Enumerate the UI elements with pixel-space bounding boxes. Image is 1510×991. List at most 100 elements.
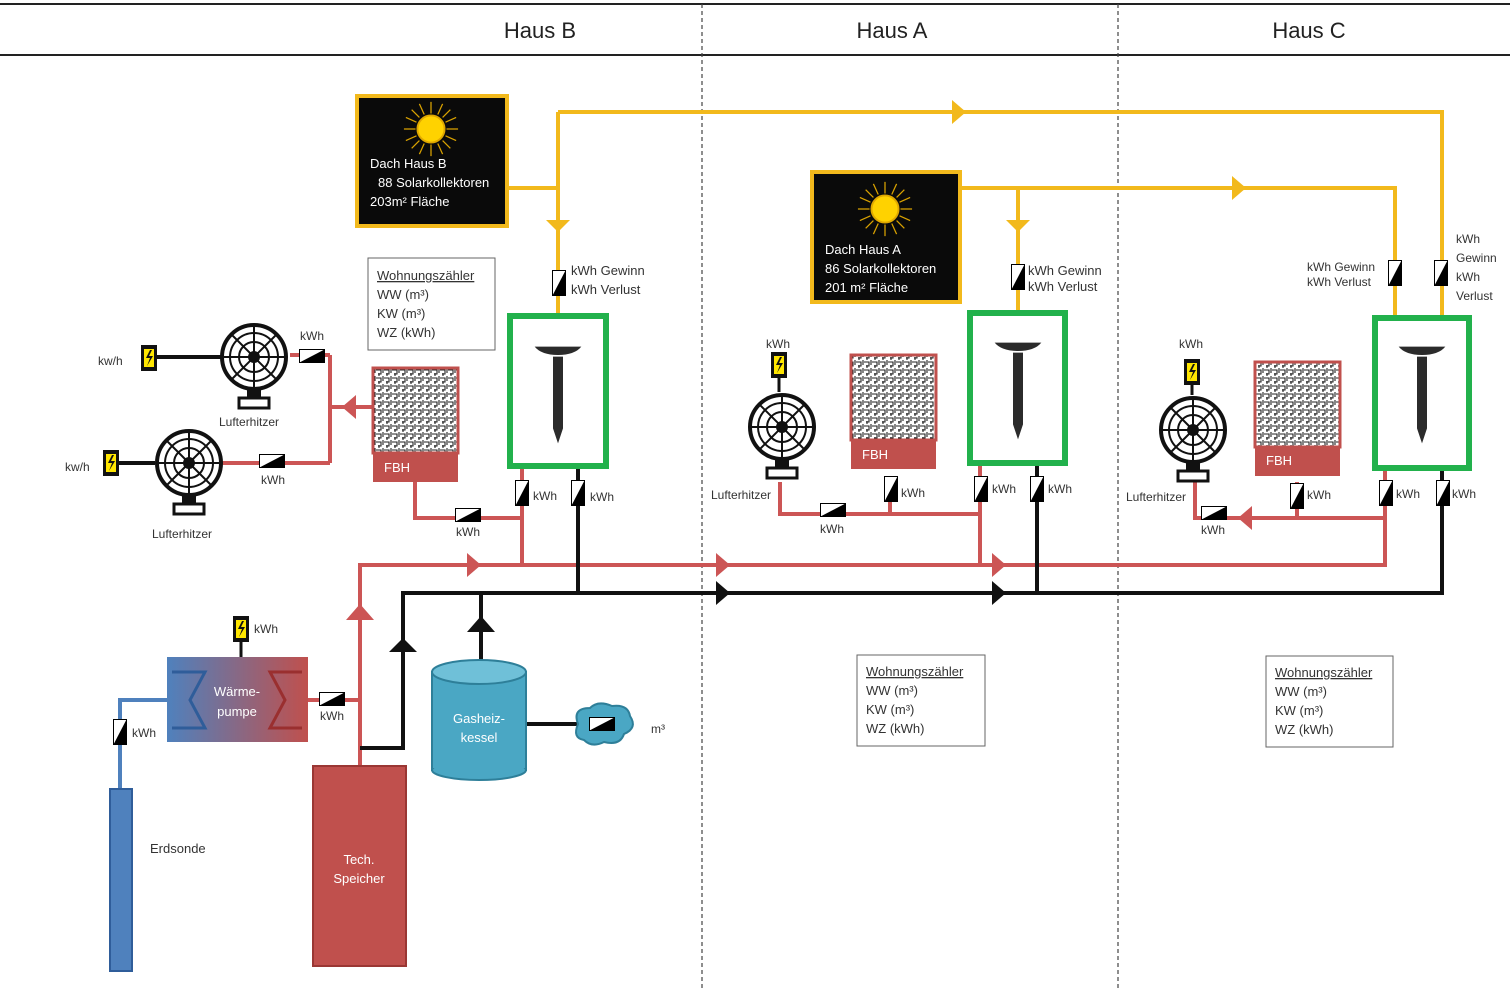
fbh-haus-c: FBH bbox=[1253, 360, 1342, 476]
heat-meter-icon bbox=[259, 454, 285, 468]
electric-meter-icon bbox=[1184, 359, 1200, 385]
meter-label: kWh bbox=[820, 522, 844, 536]
header-haus-a: Haus A bbox=[857, 18, 928, 43]
heat-arrow-right-icon bbox=[992, 553, 1006, 577]
gewinn-label: kWh Gewinn bbox=[1028, 263, 1102, 278]
meter-label: kw/h bbox=[98, 354, 123, 368]
wz-kw: KW (m³) bbox=[377, 306, 425, 321]
heat-meter-icon bbox=[884, 476, 898, 502]
meter-label: kWh bbox=[1456, 232, 1480, 246]
header-haus-c: Haus C bbox=[1272, 18, 1345, 43]
return-arrow-up-icon bbox=[389, 638, 417, 652]
meter-label: kWh bbox=[456, 525, 480, 539]
solar-a-count: 86 Solarkollektoren bbox=[825, 261, 936, 276]
lufterhitzer-label: Lufterhitzer bbox=[219, 415, 279, 429]
kwh-labels: kWh kWh kWh kWh kWh kWh kWh kWh kWh kWh … bbox=[132, 329, 1476, 740]
gas-meter-icon bbox=[589, 717, 615, 731]
meter-label: kWh bbox=[261, 473, 285, 487]
solar-a-area: 201 m² Fläche bbox=[825, 280, 908, 295]
heating-arrows bbox=[342, 395, 1252, 620]
meter-label: kWh bbox=[132, 726, 156, 740]
meter-label: Verlust bbox=[1456, 289, 1493, 303]
return-arrow-right-icon bbox=[716, 581, 730, 605]
solar-panel-haus-b: Dach Haus B 88 Solarkollektoren 203m² Fl… bbox=[355, 94, 509, 228]
return-arrow-right-icon bbox=[992, 581, 1006, 605]
return-arrow-up-icon bbox=[467, 616, 495, 632]
fan-icon bbox=[1159, 396, 1227, 483]
solar-arrow-right-icon bbox=[1232, 176, 1246, 200]
fbh-label: FBH bbox=[862, 447, 888, 462]
wz-wz: WZ (kWh) bbox=[866, 721, 924, 736]
lufterhitzer-label: Lufterhitzer bbox=[1126, 490, 1186, 504]
erdsonde-label: Erdsonde bbox=[150, 841, 206, 856]
verlust-label: kWh Verlust bbox=[571, 282, 641, 297]
heat-meter-icon bbox=[1030, 476, 1044, 502]
heat-meter-icon bbox=[515, 480, 529, 506]
sun-icon bbox=[856, 180, 914, 238]
return-arrows bbox=[389, 581, 1006, 652]
meter-label: kWh bbox=[901, 486, 925, 500]
meter-label: kWh bbox=[254, 622, 278, 636]
electric-meter-icon bbox=[233, 616, 249, 642]
verlust-label: kWh Verlust bbox=[1307, 275, 1372, 289]
gas-meter bbox=[575, 702, 634, 746]
meter-label: kWh bbox=[1456, 270, 1480, 284]
erdsonde bbox=[109, 788, 133, 972]
meter-label: kWh bbox=[1307, 488, 1331, 502]
meter-label: kWh bbox=[1179, 337, 1203, 351]
heat-arrow-up-icon bbox=[346, 604, 374, 620]
header-haus-b: Haus B bbox=[504, 18, 576, 43]
wz-ww: WW (m³) bbox=[377, 287, 429, 302]
waermepumpe: Wärme- pumpe bbox=[167, 657, 308, 742]
wohnungszaehler-haus-a: Wohnungszähler WW (m³) KW (m³) WZ (kWh) bbox=[856, 654, 986, 747]
heat-arrow-right-icon bbox=[716, 553, 730, 577]
heat-meter-icon bbox=[1434, 260, 1448, 286]
wz-title: Wohnungszähler bbox=[1275, 665, 1373, 680]
heat-meter-icon bbox=[1011, 264, 1025, 290]
heat-arrow-left-icon bbox=[342, 395, 356, 419]
solar-arrow-right-icon bbox=[952, 100, 966, 124]
gewinn-label: kWh Gewinn bbox=[1307, 260, 1375, 274]
meter-label: kw/h bbox=[65, 460, 90, 474]
meter-label: Gewinn bbox=[1456, 251, 1497, 265]
fbh-haus-a: FBH bbox=[849, 353, 938, 469]
verlust-label: kWh Verlust bbox=[1028, 279, 1098, 294]
waermepumpe-label: Wärme- bbox=[214, 684, 260, 699]
probe-line bbox=[118, 698, 168, 790]
solar-b-count: 88 Solarkollektoren bbox=[378, 175, 489, 190]
heat-meter-icon bbox=[299, 349, 325, 363]
heat-meter-icon bbox=[1201, 506, 1227, 520]
wz-ww: WW (m³) bbox=[866, 683, 918, 698]
fbh-label: FBH bbox=[1266, 453, 1292, 468]
heat-meter-icon bbox=[455, 508, 481, 522]
meter-label: kWh bbox=[1201, 523, 1225, 537]
fan-icon bbox=[220, 323, 288, 410]
fan-icon bbox=[748, 393, 816, 480]
solar-arrow-down-icon bbox=[1006, 220, 1030, 232]
meter-label: kWh bbox=[320, 709, 344, 723]
solar-panel-haus-a: Dach Haus A 86 Solarkollektoren 201 m² F… bbox=[810, 170, 962, 304]
electric-meter-icon bbox=[771, 352, 787, 378]
storage-tank-haus-b bbox=[507, 313, 609, 469]
heat-meter-icon bbox=[552, 270, 566, 296]
lufterhitzer-label: Lufterhitzer bbox=[152, 527, 212, 541]
heat-arrow-left-icon bbox=[1238, 506, 1252, 530]
heat-meter-icon bbox=[820, 503, 846, 517]
gewinn-label: kWh Gewinn bbox=[571, 263, 645, 278]
meter-label: kWh bbox=[590, 490, 614, 504]
header: Haus B Haus A Haus C bbox=[0, 3, 1510, 56]
solar-b-area: 203m² Fläche bbox=[370, 194, 449, 209]
m3-label: m³ bbox=[651, 722, 665, 736]
meter-label: kWh bbox=[533, 489, 557, 503]
meter-label: kWh bbox=[300, 329, 324, 343]
heat-meter-icon bbox=[571, 480, 585, 506]
speicher-label: Tech. bbox=[343, 852, 374, 867]
wz-wz: WZ (kWh) bbox=[377, 325, 435, 340]
heat-meter-icon bbox=[1388, 260, 1402, 286]
waermepumpe-label: pumpe bbox=[217, 704, 257, 719]
wohnungszaehler-haus-b: Wohnungszähler WW (m³) KW (m³) WZ (kWh) bbox=[367, 257, 496, 351]
speicher-label: Speicher bbox=[333, 871, 385, 886]
gasheizkessel: Gasheiz- kessel bbox=[431, 659, 527, 781]
heat-meter-icon bbox=[1436, 480, 1450, 506]
meter-label: kWh bbox=[766, 337, 790, 351]
